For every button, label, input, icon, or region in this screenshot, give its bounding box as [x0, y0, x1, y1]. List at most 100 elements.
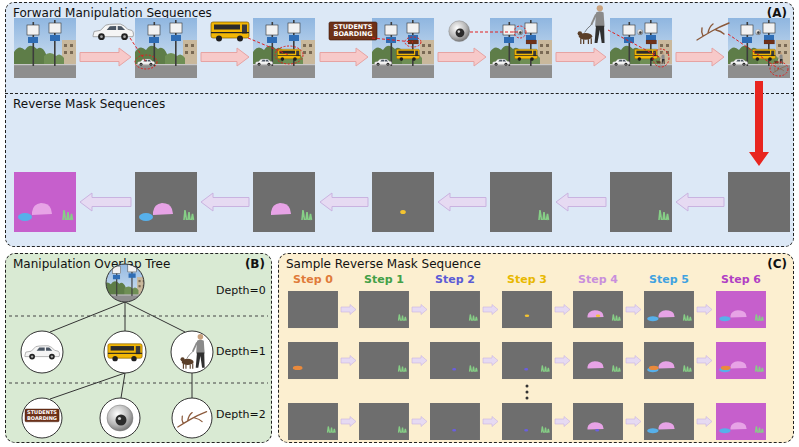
- mask-image: [372, 172, 434, 232]
- tree-circle: [103, 261, 147, 305]
- sample-mask: [755, 314, 763, 320]
- step-arrow: [341, 417, 356, 427]
- sample-mask: [430, 342, 480, 379]
- mask-image: [302, 210, 312, 220]
- step-arrow: [626, 417, 641, 427]
- sample-mask: [612, 365, 620, 371]
- forward-arrows: [438, 48, 486, 66]
- forward-arrows: [80, 48, 724, 66]
- sample-mask: [430, 403, 480, 440]
- sample-mask: [430, 291, 480, 328]
- sample-mask: [595, 429, 599, 431]
- ellipsis-dots: [526, 397, 529, 400]
- sample-mask: [588, 422, 604, 429]
- panel-box: Manipulation Overlap Tree(B): [5, 253, 272, 443]
- tree-line: [125, 302, 126, 331]
- sample-mask: [644, 342, 694, 379]
- sample-mask: [288, 291, 766, 440]
- sample-mask: [398, 314, 406, 320]
- scene-image: [764, 40, 775, 44]
- sample-mask: [524, 429, 528, 431]
- scene-image: [14, 18, 790, 78]
- scene-image: [255, 59, 272, 66]
- mask-image: [153, 203, 173, 215]
- sample-mask: [288, 342, 338, 379]
- sample-mask: [719, 428, 730, 433]
- tree-circle: [104, 331, 146, 373]
- sample-mask: [502, 342, 552, 379]
- sample-mask: [683, 314, 691, 320]
- sample-mask: [502, 403, 552, 440]
- sample-mask: [649, 366, 659, 370]
- reverse-arrows: [80, 193, 724, 211]
- depth-label: Depth=0: [216, 284, 270, 298]
- object-icon: [578, 5, 605, 44]
- sample-mask: [755, 365, 763, 371]
- scene-image: [656, 52, 665, 64]
- sample-mask: [398, 426, 406, 432]
- scene-image: [14, 18, 76, 78]
- object-icon: [697, 23, 729, 40]
- mask-image: [135, 172, 197, 232]
- step-arrow: [412, 417, 427, 427]
- mask-image: [372, 172, 434, 232]
- tree-line: [121, 373, 125, 398]
- sample-mask: [573, 403, 623, 440]
- step-arrow: [341, 305, 712, 427]
- mask-image: [14, 172, 76, 232]
- tree-circle: [25, 346, 60, 360]
- sample-mask: [647, 428, 658, 433]
- sample-mask: [288, 291, 338, 328]
- mask-image: [139, 213, 153, 221]
- sample-mask: [430, 342, 480, 379]
- sample-mask: [502, 291, 552, 328]
- sample-mask: [469, 314, 477, 320]
- panel-band: Forward Manipulation Sequences(A): [5, 2, 794, 93]
- depth-divider: [9, 383, 268, 384]
- mask-image: [63, 210, 73, 220]
- scene-image: [753, 49, 776, 61]
- object-icon: [449, 21, 470, 42]
- tree-circle: [181, 334, 205, 369]
- sample-mask: [327, 426, 335, 432]
- sample-mask: [430, 291, 480, 328]
- sample-mask: [452, 368, 456, 370]
- sample-mask: [573, 342, 623, 379]
- reverse-arrows: [201, 193, 249, 211]
- tree-circle: [25, 409, 59, 422]
- sample-mask: [644, 291, 694, 328]
- sample-mask: [721, 366, 731, 370]
- tree-line: [50, 373, 125, 399]
- scene-image: [490, 18, 552, 78]
- tree-circle: [103, 261, 147, 305]
- object-icon: [449, 21, 470, 42]
- leader-line: [728, 34, 779, 69]
- depth-label: Depth=2: [216, 408, 270, 422]
- mask-image: [14, 172, 76, 232]
- sample-mask: [469, 365, 477, 371]
- tree-circle: [178, 412, 207, 427]
- step-arrow: [626, 305, 641, 315]
- sample-mask: [288, 291, 338, 328]
- tree-circle: [171, 331, 213, 373]
- scene-image: [637, 29, 643, 35]
- scene-image: [492, 59, 509, 66]
- sample-mask: [647, 367, 658, 372]
- panel-heading: Forward Manipulation Sequences: [13, 6, 212, 20]
- step-arrow: [341, 356, 356, 366]
- forward-arrows: [80, 48, 131, 66]
- scene-image: [397, 49, 420, 61]
- sample-mask: [731, 310, 747, 317]
- scene-image: [774, 52, 783, 64]
- sample-mask: [659, 422, 675, 429]
- sample-mask: [573, 403, 623, 440]
- reverse-arrows: [320, 193, 368, 211]
- tree-line: [125, 302, 185, 332]
- sample-mask: [596, 314, 601, 316]
- target-mark: [405, 37, 421, 47]
- scene-image: [610, 18, 672, 78]
- reverse-arrows: [438, 193, 486, 211]
- sample-mask: [288, 403, 338, 440]
